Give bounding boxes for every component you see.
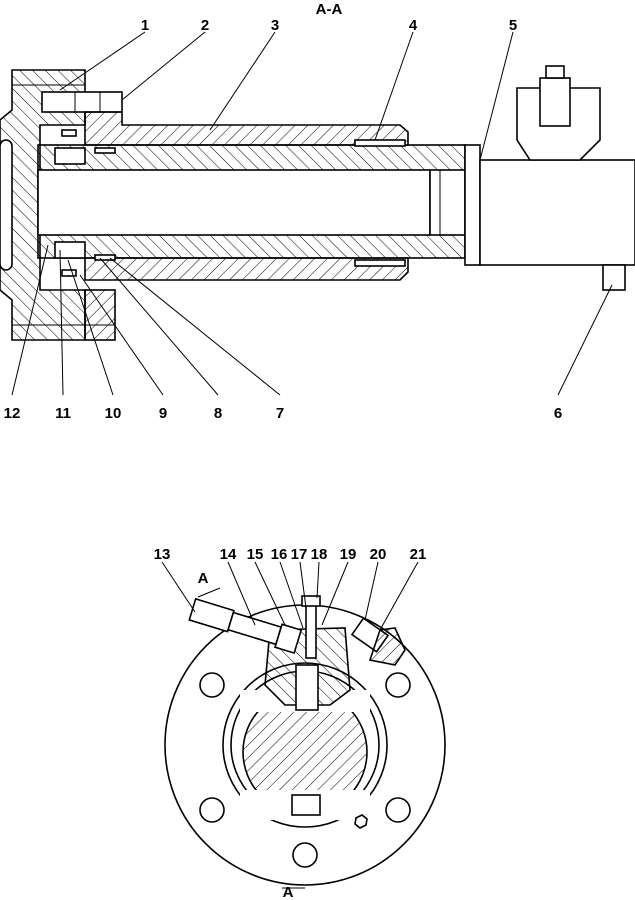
leader-lines-bottom: [161, 561, 419, 631]
label-10: 10: [105, 405, 122, 422]
section-arrows: А А: [198, 570, 305, 900]
label-15: 15: [247, 546, 264, 563]
fitting-13-14: [188, 597, 303, 655]
section-arrow-label-top: А: [198, 570, 209, 587]
label-11: 11: [55, 405, 71, 422]
part-labels-bottom: 13 14 15 16 17 18 19 20 21: [154, 546, 427, 563]
section-arrow-label-bottom: А: [283, 884, 294, 900]
flange-end-view: [164, 604, 446, 886]
label-20: 20: [370, 546, 387, 563]
label-18: 18: [311, 546, 328, 563]
label-2: 2: [201, 17, 209, 34]
label-21: 21: [410, 546, 427, 563]
label-19: 19: [340, 546, 357, 563]
seals: [54, 129, 406, 277]
label-6: 6: [554, 405, 562, 422]
part-labels-top: 1 2 3 4 5 6 7 8 9 10 11 12: [4, 17, 563, 422]
shaft-section: [37, 144, 466, 259]
label-3: 3: [271, 17, 279, 34]
sleeve-3: [84, 111, 409, 281]
fitting-20-21: [350, 617, 406, 666]
label-16: 16: [271, 546, 288, 563]
label-12: 12: [4, 405, 21, 422]
label-4: 4: [409, 17, 418, 34]
label-8: 8: [214, 405, 222, 422]
label-1: 1: [141, 17, 149, 34]
leader-lines-top: [11, 31, 613, 396]
label-14: 14: [220, 546, 237, 563]
flange-section: [0, 69, 116, 341]
label-17: 17: [291, 546, 308, 563]
bolt-2: [41, 91, 123, 113]
label-7: 7: [276, 405, 284, 422]
housing-5: [464, 65, 635, 291]
label-9: 9: [159, 405, 167, 422]
label-13: 13: [154, 546, 171, 563]
section-title: А-А: [316, 1, 343, 18]
label-5: 5: [509, 17, 517, 34]
